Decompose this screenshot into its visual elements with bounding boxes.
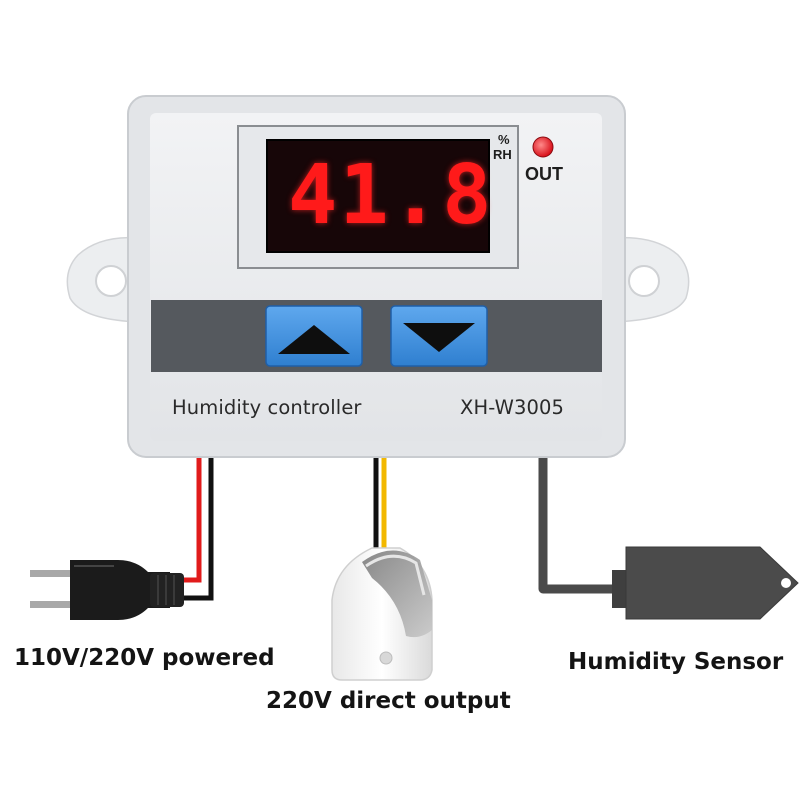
unit-percent-label: % xyxy=(498,132,510,147)
sensor-caption: Humidity Sensor xyxy=(568,649,784,675)
device-label: Humidity controller xyxy=(172,396,362,419)
display-reading: 41.8 xyxy=(288,148,494,243)
controller-housing xyxy=(127,95,626,458)
unit-rh-label: RH xyxy=(493,147,512,162)
output-cable xyxy=(373,455,387,560)
out-label: OUT xyxy=(525,164,563,184)
power-plug xyxy=(30,560,184,620)
triangle-up-icon xyxy=(278,325,350,354)
control-strip xyxy=(151,300,602,372)
led-display xyxy=(266,139,490,253)
model-label: XH-W3005 xyxy=(460,396,564,419)
sensor-cable xyxy=(538,455,618,594)
up-button[interactable] xyxy=(265,305,363,367)
triangle-down-icon xyxy=(403,323,475,352)
power-caption: 110V/220V powered xyxy=(14,645,275,671)
power-cable xyxy=(184,455,214,601)
output-socket xyxy=(331,547,433,681)
out-indicator-led xyxy=(532,136,554,158)
mounting-ear-right xyxy=(611,236,690,323)
output-caption: 220V direct output xyxy=(266,688,511,714)
down-button[interactable] xyxy=(390,305,488,367)
humidity-sensor-probe xyxy=(612,546,799,620)
mounting-ear-left xyxy=(66,236,141,323)
